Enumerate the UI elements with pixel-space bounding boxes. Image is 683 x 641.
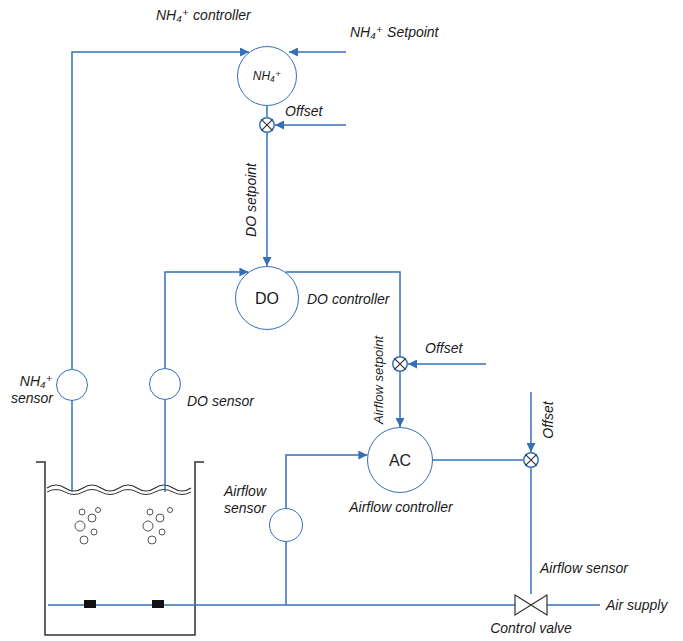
signal-line [266, 106, 268, 117]
aeration-tank [36, 462, 204, 635]
controller-circle: Airflow controllerAC [367, 427, 433, 493]
setpoint-input [289, 51, 346, 53]
offset-input [275, 124, 346, 126]
valve-symbol [514, 594, 548, 616]
controller-circle: NH₄⁺ sensor [56, 369, 88, 401]
node-label: Airflow controller [349, 499, 452, 516]
controller-circle: DO controllerDO [235, 266, 299, 330]
node-symbol-text: NH₄⁺ [238, 47, 296, 105]
signal-label: NH₄⁺ Setpoint [350, 24, 438, 41]
summing-junction: Offset [392, 356, 408, 372]
diffuser [152, 600, 164, 608]
node-symbol-text: AC [368, 428, 432, 492]
signal-line [433, 459, 523, 461]
signal-label: Airflow sensor [540, 560, 628, 577]
signal-label: Air supply [606, 597, 667, 614]
control-valve: Control valve [514, 594, 548, 616]
node-label: Control valve [490, 620, 572, 637]
offset-input [408, 363, 486, 365]
water-surface [47, 490, 191, 495]
sensor-tap [285, 542, 287, 605]
node-label: Offset [540, 399, 557, 440]
node-label: DO controller [307, 291, 389, 308]
controller-circle: NH₄⁺ controllerNH₄⁺ [237, 46, 297, 106]
controller-circle: Airflow sensor [269, 508, 303, 542]
node-symbol-text: DO [236, 267, 298, 329]
signal-line [530, 468, 532, 594]
node-label: Airflow sensor [205, 483, 266, 517]
summing-junction: Offset [523, 452, 539, 468]
air-bubbles [75, 508, 173, 545]
summing-symbol [259, 117, 275, 133]
sensor-probe [164, 400, 166, 492]
node-label: Offset [285, 103, 322, 120]
setpoint-label: Airflow setpoint [370, 334, 387, 426]
diffuser [84, 600, 96, 608]
setpoint-label: DO setpoint [243, 161, 260, 239]
sensor-probe [71, 401, 73, 492]
summing-symbol [392, 356, 408, 372]
summing-junction: Offset [259, 117, 275, 133]
summing-symbol [523, 452, 539, 468]
node-label: NH₄⁺ controller [156, 7, 251, 24]
signal-line [399, 372, 401, 427]
node-label: Offset [425, 340, 462, 357]
signal-line [72, 52, 249, 369]
signal-line [266, 133, 268, 266]
offset-input [530, 392, 532, 452]
node-label: NH₄⁺ sensor [2, 373, 53, 407]
controller-circle: DO sensor [149, 368, 181, 400]
node-label: DO sensor [187, 393, 254, 410]
